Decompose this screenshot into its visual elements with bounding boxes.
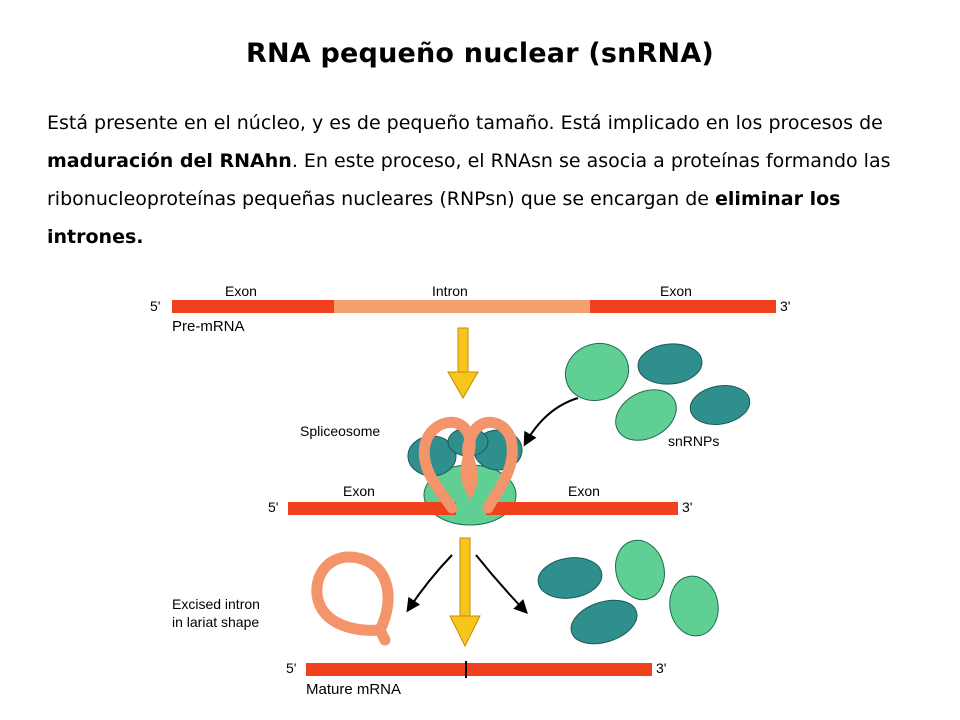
- five-prime-label-3: 5': [286, 660, 296, 676]
- paragraph-text-1: Está presente en el núcleo, y es de pequ…: [47, 112, 883, 134]
- down-arrow-1: [447, 327, 479, 400]
- exon-bar-1: [172, 300, 334, 313]
- five-prime-label-2: 5': [268, 499, 278, 515]
- three-prime-label-3: 3': [656, 660, 666, 676]
- mature-mrna-bar: [306, 663, 652, 676]
- down-arrow-2: [449, 537, 481, 648]
- exon-bar-3: [288, 502, 456, 515]
- exon-bar-4: [486, 502, 678, 515]
- intron-loop: [418, 416, 518, 514]
- paragraph-bold-2: eliminar los intrones.: [47, 188, 841, 248]
- exon-label-4: Exon: [568, 483, 600, 499]
- slide-title: RNA pequeño nuclear (snRNA): [246, 38, 714, 69]
- exon-label-3: Exon: [343, 483, 375, 499]
- exon-label-2: Exon: [660, 283, 692, 299]
- exon-bar-2: [590, 300, 776, 313]
- paragraph-bold-1: maduración del RNAhn: [47, 150, 292, 172]
- excised-intron-label-1: Excised intron: [172, 596, 260, 612]
- curved-arrow-right: [475, 554, 528, 615]
- curved-arrow-left: [406, 554, 453, 613]
- paragraph-text-2: . En este proceso, el RNAsn se asocia a …: [47, 150, 891, 210]
- snrnp-cluster: [564, 343, 751, 441]
- pre-mrna-label: Pre-mRNA: [172, 318, 245, 335]
- excised-lariat: [311, 551, 394, 646]
- body-paragraph: Está presente en el núcleo, y es de pequ…: [47, 104, 927, 256]
- snrnps-label: snRNPs: [668, 433, 719, 449]
- intron-label: Intron: [432, 283, 468, 299]
- five-prime-label-1: 5': [150, 298, 160, 314]
- three-prime-label-1: 3': [780, 298, 790, 314]
- curved-arrow-to-spliceosome: [523, 397, 579, 447]
- exon-label-1: Exon: [225, 283, 257, 299]
- mature-mrna-label: Mature mRNA: [306, 681, 401, 698]
- excised-intron-label-2: in lariat shape: [172, 614, 259, 630]
- released-snrnps: [537, 539, 719, 645]
- three-prime-label-2: 3': [682, 499, 692, 515]
- spliceosome-label: Spliceosome: [300, 423, 380, 439]
- intron-bar: [334, 300, 590, 313]
